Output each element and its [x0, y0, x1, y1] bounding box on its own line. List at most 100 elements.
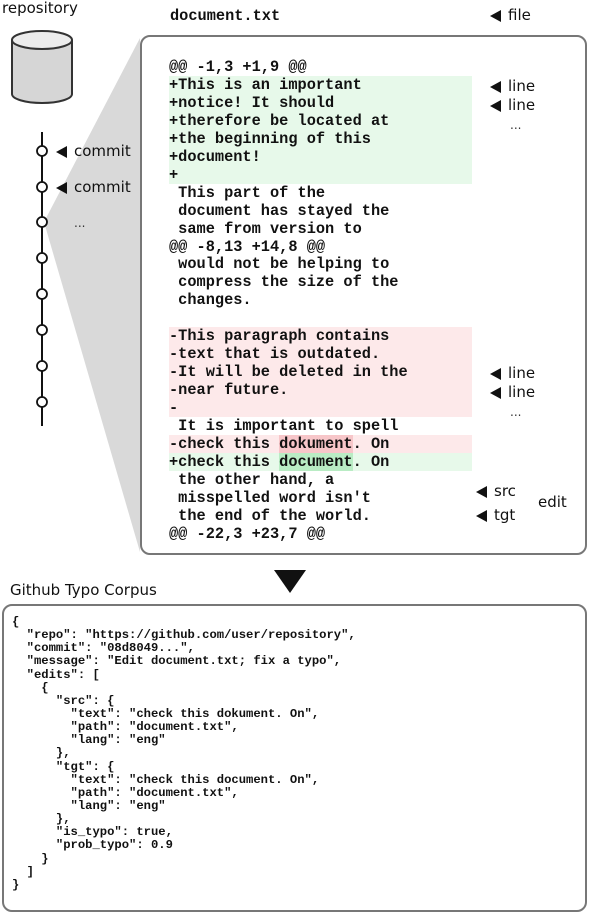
line-pointer: line	[490, 77, 535, 95]
diff-added-line: +check this document. On	[169, 452, 472, 471]
src-label: src	[494, 482, 516, 500]
diff-removed-line: -It will be deleted in the	[169, 363, 472, 382]
json-line: "edits": [	[12, 667, 100, 682]
commit-node	[36, 396, 48, 408]
diff-hunk-header: @@ -8,13 +14,8 @@	[169, 237, 326, 256]
commit-node	[36, 216, 48, 228]
commit-node	[36, 288, 48, 300]
commit-label: commit	[74, 142, 131, 160]
edit-label: edit	[538, 493, 567, 511]
json-line: "commit": "08d8049...",	[12, 641, 195, 656]
json-line: "path": "document.txt",	[12, 785, 239, 800]
diff-added-line: +therefore be located at	[169, 111, 472, 130]
diff-removed-line: -text that is outdated.	[169, 345, 472, 364]
diff-context-line: This part of the	[169, 183, 326, 202]
commit-node	[36, 252, 48, 264]
line-ellipsis: ...	[510, 118, 522, 132]
arrow-left-icon	[476, 509, 487, 522]
json-line: }	[12, 851, 49, 866]
json-line: ]	[12, 864, 34, 879]
arrow-left-icon	[56, 181, 67, 194]
line-pointer: line	[490, 364, 535, 382]
diff-context-line: document has stayed the	[169, 201, 390, 220]
line-pointer: line	[490, 96, 535, 114]
line-label: line	[508, 77, 536, 95]
repository-database-icon	[11, 30, 73, 104]
diff-removed-line: -	[169, 399, 472, 418]
arrow-left-icon	[490, 80, 501, 93]
json-line: },	[12, 812, 71, 827]
diff-hunk-header: @@ -22,3 +23,7 @@	[169, 524, 326, 543]
arrow-left-icon	[490, 367, 501, 380]
line-ellipsis: ...	[510, 405, 522, 419]
diff-removed-line: -check this dokument. On	[169, 434, 472, 453]
typo-word: dokument	[279, 434, 353, 453]
json-line: "message": "Edit document.txt; fix a typ…	[12, 654, 342, 669]
commit-label: commit	[74, 178, 131, 196]
json-line: "lang": "eng"	[12, 798, 166, 813]
json-line: "text": "check this dokument. On",	[12, 706, 320, 721]
file-name: document.txt	[170, 7, 281, 25]
diff-hunk-header: @@ -1,3 +1,9 @@	[169, 58, 307, 76]
src-pointer: src	[476, 482, 516, 500]
json-line: "path": "document.txt",	[12, 720, 239, 735]
down-arrow	[274, 570, 306, 593]
json-line: "lang": "eng"	[12, 733, 166, 748]
line-label: line	[508, 96, 536, 114]
json-panel	[2, 604, 587, 912]
line-label: line	[508, 383, 536, 401]
commit-node	[36, 324, 48, 336]
commit-ellipsis: ...	[74, 216, 86, 230]
diff-context-line	[169, 309, 472, 327]
diff-context-line: compress the size of the	[169, 273, 399, 292]
diff-added-line: +the beginning of this	[169, 129, 472, 148]
diff-added-line: +	[169, 165, 472, 184]
diff-removed-line: -This paragraph contains	[169, 327, 472, 346]
diff-context-line: would not be helping to	[169, 255, 390, 274]
diff-line-suffix: . On	[352, 452, 390, 471]
json-line: {	[12, 680, 49, 695]
diff-context-line: changes.	[169, 291, 252, 310]
commit-pointer: commit	[56, 142, 131, 160]
diff-context-line: misspelled word isn't	[169, 488, 371, 507]
diff-context-line: the other hand, a	[169, 470, 335, 489]
arrow-left-icon	[490, 9, 501, 22]
file-pointer: file	[490, 6, 531, 24]
diff-context-line: the end of the world.	[169, 506, 371, 525]
commit-node	[36, 145, 48, 157]
line-label: line	[508, 364, 536, 382]
json-line: "text": "check this document. On",	[12, 772, 320, 787]
arrow-left-icon	[56, 145, 67, 158]
diff-added-line: +document!	[169, 147, 472, 166]
file-label: file	[508, 6, 531, 24]
diff-line-suffix: . On	[352, 434, 390, 453]
json-line: }	[12, 877, 20, 892]
arrow-left-icon	[490, 386, 501, 399]
json-line: "prob_typo": 0.9	[12, 838, 173, 853]
arrow-left-icon	[476, 485, 487, 498]
line-pointer: line	[490, 383, 535, 401]
diff-line-prefix: +check this	[169, 452, 280, 471]
diff-line-prefix: -check this	[169, 434, 280, 453]
commit-node	[36, 181, 48, 193]
tgt-label: tgt	[494, 506, 516, 524]
diff-context-line: It is important to spell	[169, 417, 399, 435]
diff-added-line: +This is an important	[169, 75, 472, 94]
repository-label: repository	[2, 0, 78, 17]
diff-context-line: same from version to	[169, 219, 362, 238]
json-line: "tgt": {	[12, 759, 115, 774]
json-line: "is_typo": true,	[12, 825, 173, 840]
json-line: {	[12, 615, 20, 629]
zoom-wedge	[44, 38, 140, 552]
tgt-pointer: tgt	[476, 506, 515, 524]
corpus-title: Github Typo Corpus	[10, 581, 157, 599]
json-line: },	[12, 746, 71, 761]
diff-added-line: +notice! It should	[169, 93, 472, 112]
diff-removed-line: -near future.	[169, 381, 472, 400]
json-line: "src": {	[12, 693, 115, 708]
commit-pointer: commit	[56, 178, 131, 196]
commit-node	[36, 360, 48, 372]
corrected-word: document	[279, 452, 353, 471]
arrow-left-icon	[490, 99, 501, 112]
